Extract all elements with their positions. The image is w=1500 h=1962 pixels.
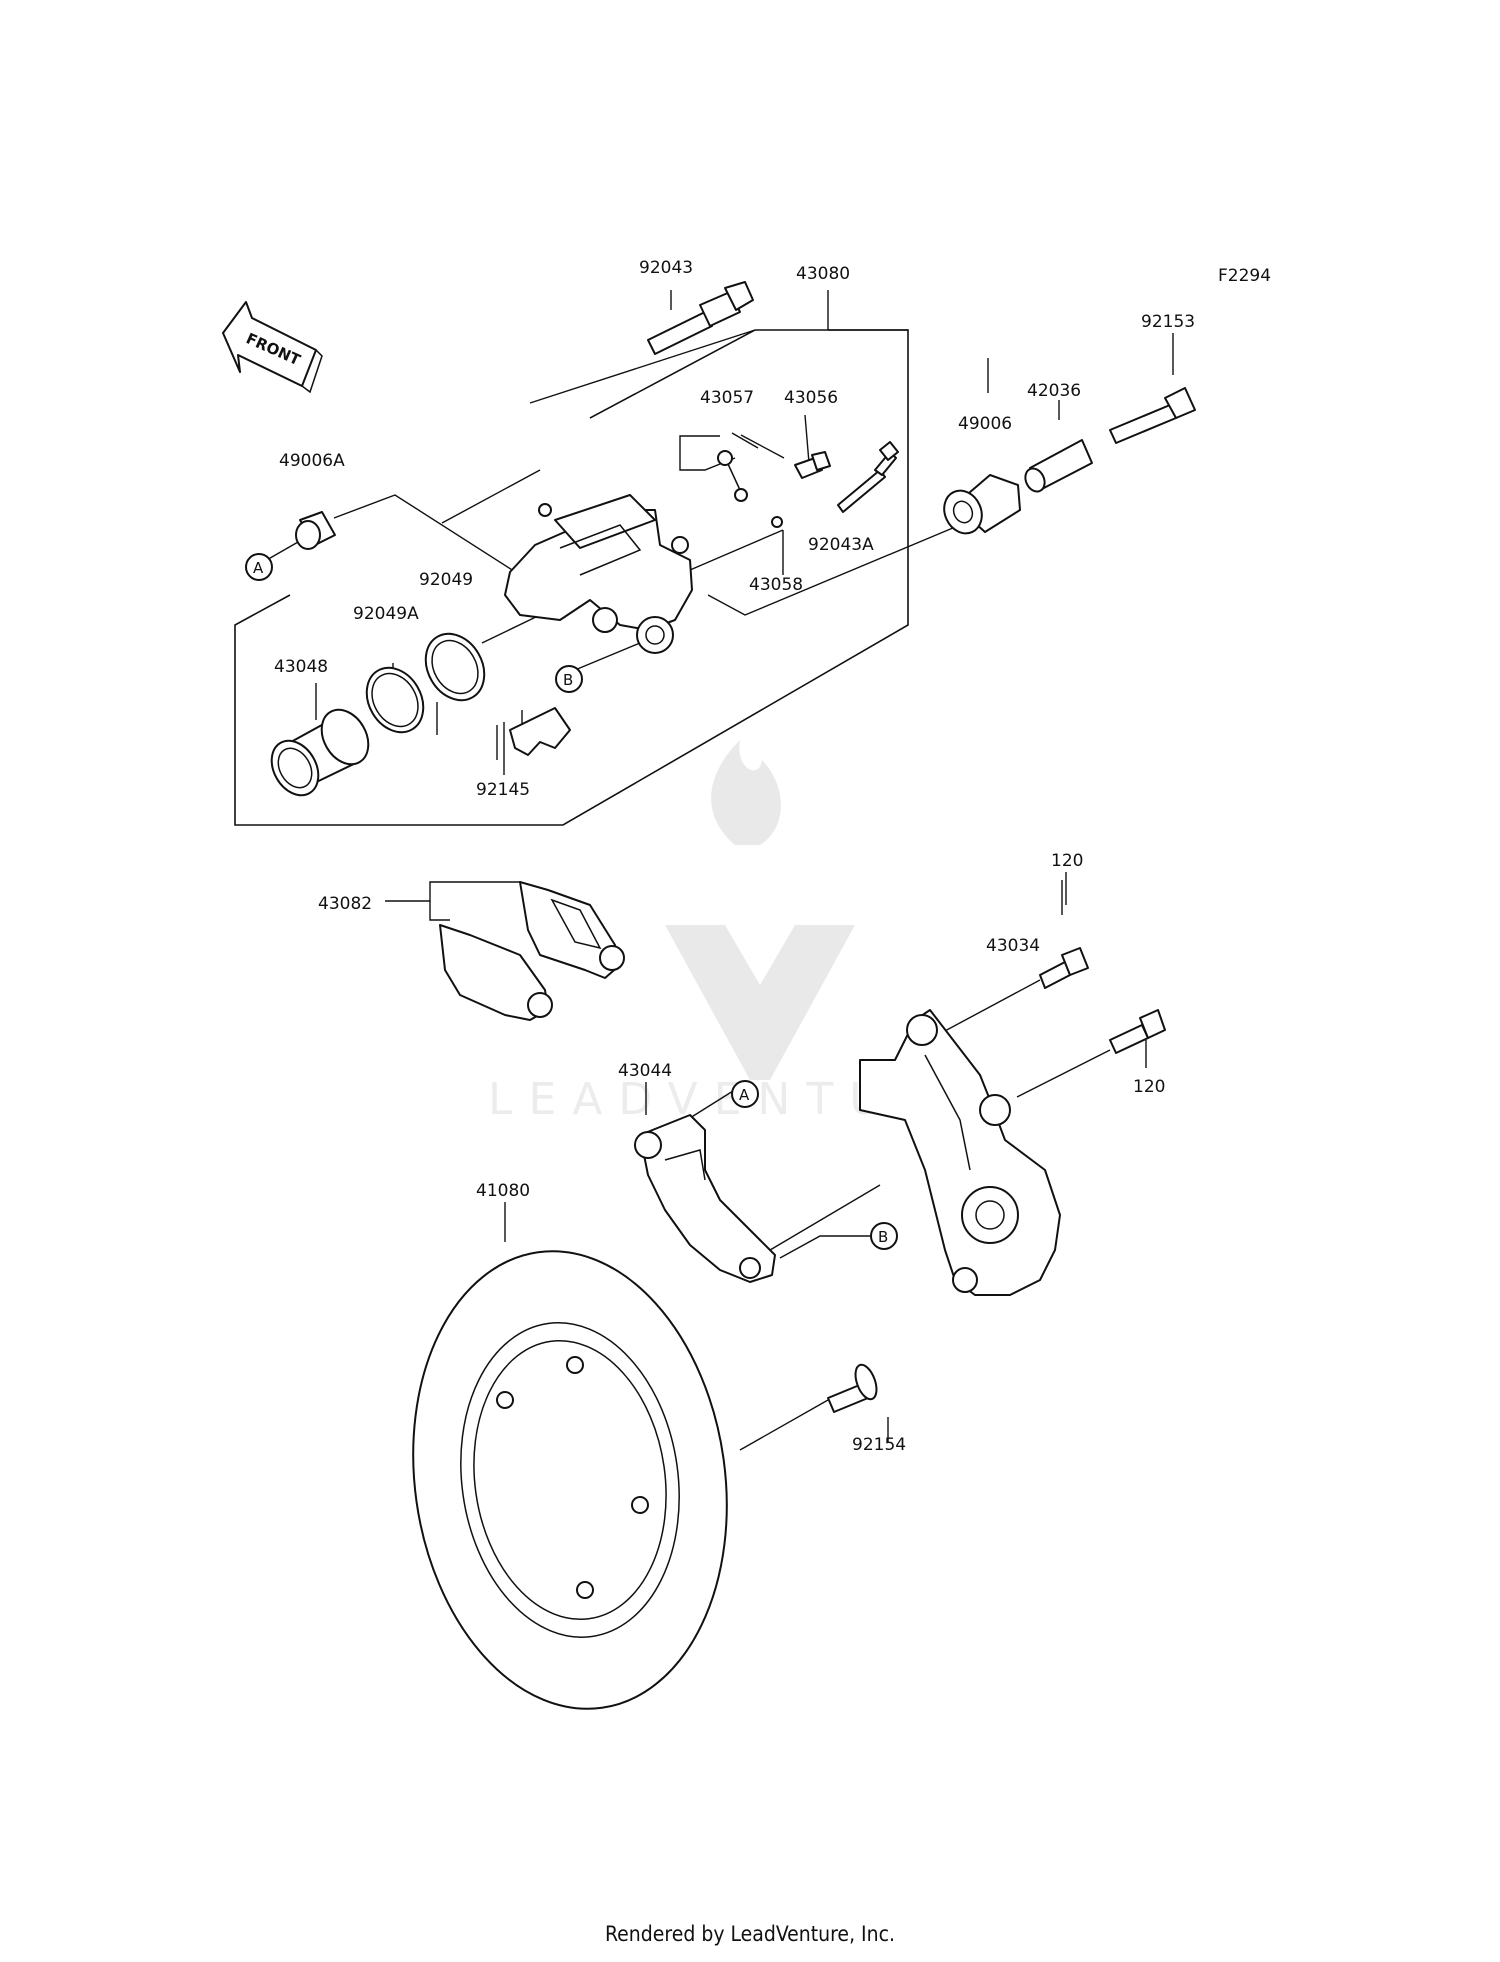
label-43057: 43057 <box>700 388 754 408</box>
bolt-120-upper <box>1039 947 1089 989</box>
label-92145: 92145 <box>476 780 530 800</box>
label-43080: 43080 <box>796 264 850 284</box>
label-49006: 49006 <box>958 414 1012 434</box>
label-92043: 92043 <box>639 258 693 278</box>
svg-text:A: A <box>739 1086 750 1104</box>
callout-a-lower: A <box>731 1080 759 1108</box>
bolt-92154 <box>827 1363 878 1413</box>
piston-43048 <box>270 708 370 797</box>
label-120-upper: 120 <box>1051 851 1083 871</box>
caliper-assembly-box <box>234 290 909 826</box>
caliper-body <box>504 494 693 654</box>
footer-credit: Rendered by LeadVenture, Inc. <box>605 1922 895 1946</box>
label-120-lower: 120 <box>1133 1077 1165 1097</box>
label-41080: 41080 <box>476 1181 530 1201</box>
label-92049: 92049 <box>419 570 473 590</box>
brake-pads-43082 <box>439 881 625 1021</box>
label-43058: 43058 <box>749 575 803 595</box>
label-42036: 42036 <box>1027 381 1081 401</box>
caliper-support-43044 <box>634 1114 776 1283</box>
ring-43058 <box>771 516 783 528</box>
front-arrow-icon: FRONT <box>222 301 323 394</box>
caliper-bracket-43034 <box>859 1009 1061 1296</box>
label-43082: 43082 <box>318 894 372 914</box>
boot-49006A <box>295 511 336 550</box>
brake-disc-41080 <box>412 1250 728 1710</box>
label-43056: 43056 <box>784 388 838 408</box>
slide-pin-92043A <box>837 441 899 513</box>
leader-lines <box>257 290 1174 1451</box>
label-43034: 43034 <box>986 936 1040 956</box>
callout-a-upper: A <box>245 553 273 581</box>
sleeve-42036 <box>1024 439 1093 493</box>
svg-text:B: B <box>878 1228 888 1246</box>
figure-code: F2294 <box>1218 266 1271 286</box>
bleed-cap-43057 <box>717 450 748 502</box>
label-43048: 43048 <box>274 657 328 677</box>
callout-b-upper: B <box>555 665 583 693</box>
label-92043A: 92043A <box>808 535 874 555</box>
label-92154: 92154 <box>852 1435 906 1455</box>
svg-text:A: A <box>253 559 264 577</box>
seal-92049A <box>365 666 425 734</box>
bolt-92153 <box>1109 387 1196 444</box>
svg-text:B: B <box>563 671 573 689</box>
bolt-92043 <box>647 281 754 355</box>
seal-92049 <box>424 632 486 702</box>
bolt-120-lower <box>1109 1009 1166 1054</box>
bleed-valve-43056 <box>794 451 831 479</box>
spring-92145 <box>509 707 571 756</box>
label-92153: 92153 <box>1141 312 1195 332</box>
label-49006A: 49006A <box>279 451 345 471</box>
label-43044: 43044 <box>618 1061 672 1081</box>
callout-b-lower: B <box>870 1222 898 1250</box>
label-92049A: 92049A <box>353 604 419 624</box>
boot-49006 <box>943 474 1021 535</box>
